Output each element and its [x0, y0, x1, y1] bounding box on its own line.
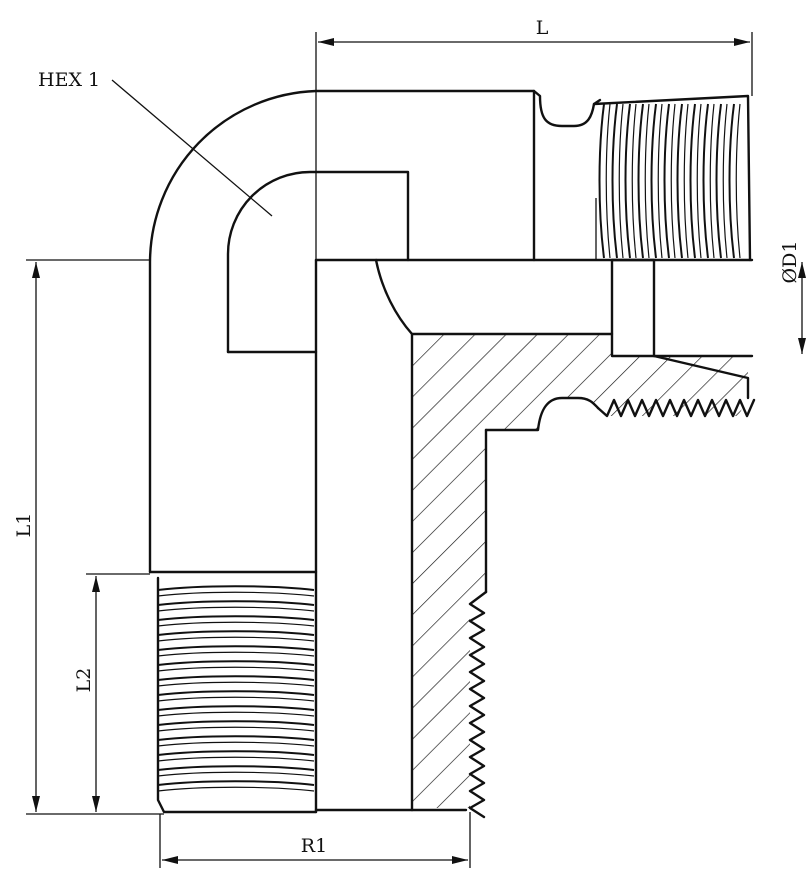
thread-crest-line — [157, 750, 315, 756]
dim-R1-arrow-right — [452, 856, 468, 864]
thread-crest-line — [157, 600, 315, 606]
thread-root-line — [735, 103, 741, 259]
thread-root-line — [618, 103, 624, 259]
thread-root-line — [157, 786, 315, 792]
horizontal-thread-section-teeth — [596, 398, 756, 418]
dim-L1-arrow-bottom — [32, 796, 40, 812]
thread-root-line — [631, 103, 637, 259]
thread-root-line — [722, 103, 728, 259]
dim-L1-label: L1 — [13, 513, 35, 538]
elbow-outer-contour — [148, 89, 536, 574]
thread-crest-line — [650, 103, 657, 259]
neck-groove-bottom — [484, 396, 600, 432]
thread-root-line — [157, 726, 315, 732]
thread-crest-line — [611, 103, 618, 259]
thread-root-line — [157, 681, 315, 687]
thread-crest-line — [157, 660, 315, 666]
thread-root-line — [605, 103, 611, 259]
thread-root-line — [709, 103, 715, 259]
dim-L-arrow-right — [734, 38, 750, 46]
thread-root-line — [657, 103, 663, 259]
thread-root-line — [157, 741, 315, 747]
bore-flare — [374, 258, 614, 336]
thread-root-line — [157, 711, 315, 717]
thread-crest-line — [157, 720, 315, 726]
hex-label: HEX 1 — [38, 69, 100, 91]
dim-L2-label: L2 — [73, 668, 95, 693]
thread-crest-line — [157, 705, 315, 711]
thread-root-line — [157, 651, 315, 657]
thread-crest-line — [157, 630, 315, 636]
thread-root-line — [157, 756, 315, 762]
bore-seat — [610, 258, 656, 358]
thread-crest-line — [728, 103, 735, 259]
thread-crest-line — [663, 103, 670, 259]
bottom-thread-outline — [156, 576, 318, 814]
thread-crest-line — [715, 103, 722, 259]
dim-L2-arrow-bottom — [92, 796, 100, 812]
thread-root-line — [157, 666, 315, 672]
horizontal-threads — [598, 103, 741, 259]
thread-crest-line — [157, 615, 315, 621]
dim-R1-label: R1 — [301, 835, 327, 857]
thread-crest-line — [157, 585, 315, 591]
thread-crest-line — [689, 103, 696, 259]
dim-D1-label: ØD1 — [779, 241, 801, 284]
thread-crest-line — [157, 690, 315, 696]
thread-crest-line — [157, 780, 315, 786]
elbow-inner-bore — [226, 170, 410, 354]
section-hatch — [412, 334, 748, 808]
dim-L-arrow-left — [318, 38, 334, 46]
dim-D1-arrow-top — [798, 262, 806, 278]
thread-root-line — [644, 103, 650, 259]
thread-root-line — [157, 696, 315, 702]
thread-crest-line — [598, 103, 605, 259]
thread-root-line — [683, 103, 689, 259]
thread-crest-line — [624, 103, 631, 259]
thread-crest-line — [702, 103, 709, 259]
thread-crest-line — [157, 765, 315, 771]
thread-crest-line — [157, 675, 315, 681]
thread-root-line — [670, 103, 676, 259]
thread-crest-line — [157, 735, 315, 741]
vertical-section-teeth — [468, 590, 488, 819]
dim-L-label: L — [536, 17, 549, 39]
seat-cone — [652, 354, 750, 400]
thread-root-line — [157, 771, 315, 777]
hex-leader — [111, 79, 273, 217]
thread-crest-line — [676, 103, 683, 259]
dim-R1-arrow-left — [162, 856, 178, 864]
thread-crest-line — [157, 645, 315, 651]
horizontal-thread-outline — [592, 94, 752, 262]
thread-root-line — [157, 591, 315, 597]
thread-root-line — [157, 621, 315, 627]
thread-crest-line — [637, 103, 644, 259]
thread-root-line — [157, 606, 315, 612]
thread-root-line — [696, 103, 702, 259]
dim-D1-arrow-bottom — [798, 338, 806, 354]
dim-L1-arrow-top — [32, 262, 40, 278]
dim-L2-arrow-top — [92, 576, 100, 592]
neck-groove-top — [532, 89, 602, 128]
bottom-threads — [157, 585, 315, 792]
thread-root-line — [157, 636, 315, 642]
